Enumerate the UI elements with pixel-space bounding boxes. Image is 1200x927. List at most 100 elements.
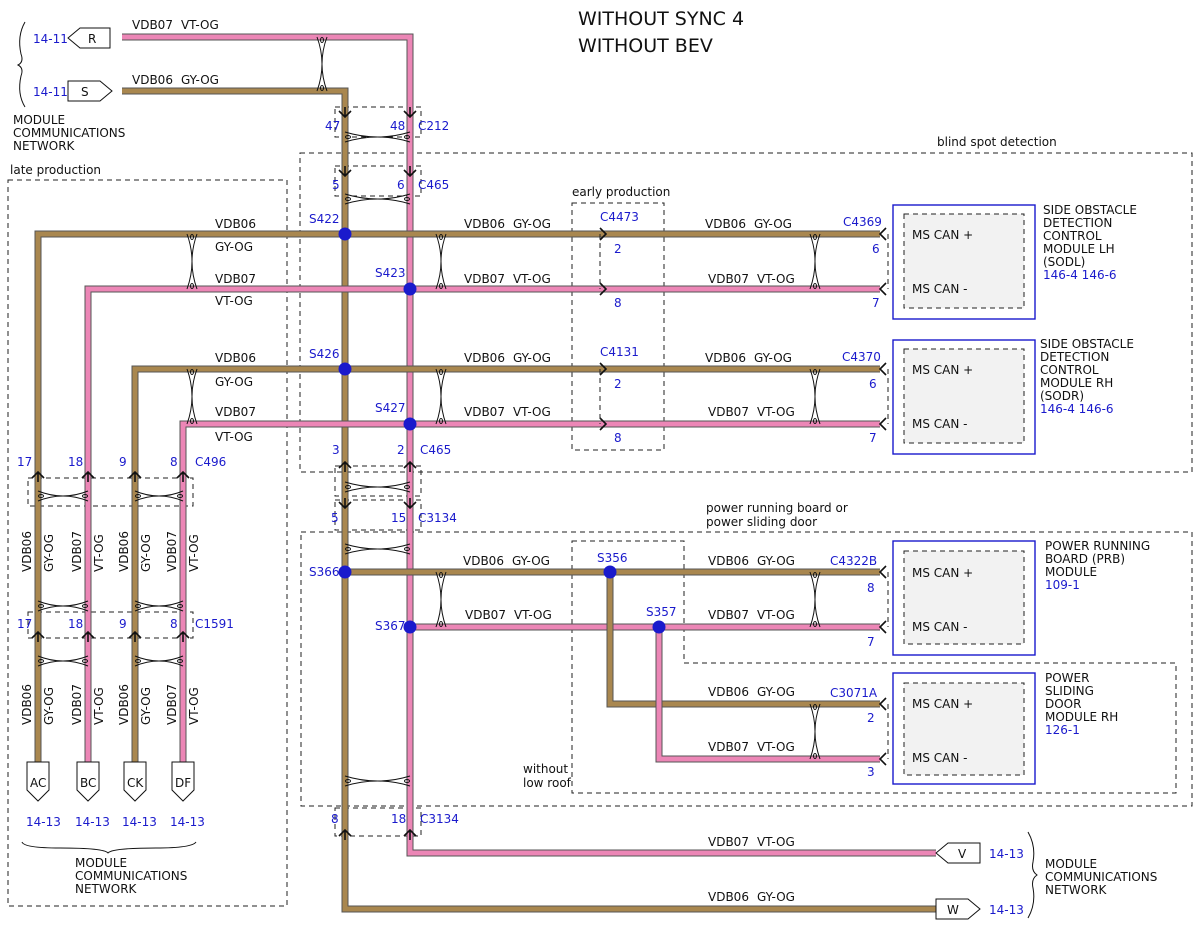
wire-v-bottom-vdb07[interactable] [406,825,936,857]
arrow-c1591-0 [31,630,45,642]
splice-s367[interactable] [403,620,417,634]
ac-connector[interactable]: AC [26,761,50,802]
c465-bottom-name[interactable]: C465 [420,443,451,457]
splice-s422-label[interactable]: S422 [309,212,340,226]
svg-text:VT-OG: VT-OG [187,687,201,725]
bc-page-ref[interactable]: 14-13 [75,815,110,829]
splice-s422[interactable] [338,227,352,241]
sodr-module[interactable]: MS CAN + MS CAN - [892,339,1036,455]
c212-pin-48: 48 [390,119,405,133]
svg-text:BOARD (PRB): BOARD (PRB) [1045,552,1125,566]
ck-connector[interactable]: CK [123,761,147,802]
twist-c1591-b [134,600,184,612]
without-low-roof-label-1: without [523,762,568,776]
splice-s423[interactable] [403,282,417,296]
svg-text:VDB07: VDB07 [70,531,84,572]
splice-s367-label[interactable]: S367 [375,619,406,633]
sodl-can-minus: MS CAN - [912,282,968,296]
s-page-ref[interactable]: 14-11 [33,85,68,99]
wire-left-s423-vt[interactable] [84,285,410,762]
prb-module[interactable]: MS CAN + MS CAN - [892,540,1036,656]
c465-top-box [334,165,422,197]
arrow-c4322b-b [878,620,887,634]
c4369-pin-7: 7 [872,296,880,310]
svg-text:VDB07: VDB07 [215,405,256,419]
c3134-top-name[interactable]: C3134 [418,511,457,525]
late-production-region [7,179,288,907]
c4473-name[interactable]: C4473 [600,210,639,224]
r-page-ref[interactable]: 14-11 [33,32,68,46]
ac-page-ref[interactable]: 14-13 [26,815,61,829]
c212-name[interactable]: C212 [418,119,449,133]
arrow-c4473-a [599,227,608,241]
c465-top-name[interactable]: C465 [418,178,449,192]
c3071a-name[interactable]: C3071A [830,686,878,700]
wire-psd-gy[interactable] [606,572,880,708]
c4369-name[interactable]: C4369 [843,215,882,229]
s-connector[interactable]: S [67,80,113,102]
wire-r-trunk-vdb07[interactable] [122,33,414,185]
df-connector[interactable]: DF [171,761,195,802]
v-connector[interactable]: V [935,842,981,864]
wire-left-s427-vt[interactable] [179,420,410,762]
c3134-bottom-pin-a: 8 [331,812,339,826]
power-running-label-1: power running board or [706,501,848,515]
twist-left-a [186,233,198,290]
splice-s357[interactable] [652,620,666,634]
svg-text:SLIDING: SLIDING [1045,684,1094,698]
arrow-c212-b [403,107,417,119]
splice-s423-label[interactable]: S423 [375,266,406,280]
c465-bottom-pin-a: 3 [332,443,340,457]
top-network-label: MODULE COMMUNICATIONS NETWORK [13,113,125,153]
svg-text:CONTROL: CONTROL [1043,229,1102,243]
bottom-right-network-label: MODULE COMMUNICATIONS NETWORK [1045,857,1157,897]
twist-c496-a [37,490,89,502]
psd-module[interactable]: MS CAN + MS CAN - [892,672,1036,785]
twist-c465-bottom [344,481,411,493]
ck-page-ref[interactable]: 14-13 [122,815,157,829]
svg-text:POWER: POWER [1045,671,1089,685]
sodl-module[interactable]: MS CAN + MS CAN - [892,204,1036,320]
c4322b-name[interactable]: C4322B [830,554,877,568]
splice-s427-label[interactable]: S427 [375,401,406,415]
c4131-name[interactable]: C4131 [600,345,639,359]
prb-can-plus: MS CAN + [912,566,973,580]
arrow-c496-2 [128,470,142,482]
splice-s366-label[interactable]: S366 [309,565,340,579]
wire-psd-vt[interactable] [655,627,880,763]
splice-s426-label[interactable]: S426 [309,347,340,361]
splice-s357-label[interactable]: S357 [646,605,677,619]
wire-s-trunk-vdb06[interactable] [122,87,349,185]
wire-left-s422-gy[interactable] [34,230,345,762]
arrow-c465-bot-a [338,460,352,472]
w-connector[interactable]: W [935,898,981,920]
svg-text:W: W [947,903,959,917]
splice-s427[interactable] [403,417,417,431]
bc-connector[interactable]: BC [76,761,100,802]
df-page-ref[interactable]: 14-13 [170,815,205,829]
w-page-ref[interactable]: 14-13 [989,903,1024,917]
c3134-bottom-name[interactable]: C3134 [420,812,459,826]
c3134-bottom-box [334,807,422,837]
svg-text:VDB06: VDB06 [20,531,34,572]
c465-bottom-pin-b: 2 [397,443,405,457]
c4370-name[interactable]: C4370 [842,350,881,364]
r-connector[interactable]: R [67,27,111,49]
splice-s356[interactable] [603,565,617,579]
splice-s356-label[interactable]: S356 [597,551,628,565]
c1591-name[interactable]: C1591 [195,617,234,631]
splice-s366[interactable] [338,565,352,579]
twist-layer [37,36,821,787]
svg-text:S: S [81,85,89,99]
c496-name[interactable]: C496 [195,455,226,469]
splice-s426[interactable] [338,362,352,376]
v-page-ref[interactable]: 14-13 [989,847,1024,861]
arrow-c1591-3 [176,630,190,642]
wire-w-bottom-vdb06[interactable] [341,825,936,913]
